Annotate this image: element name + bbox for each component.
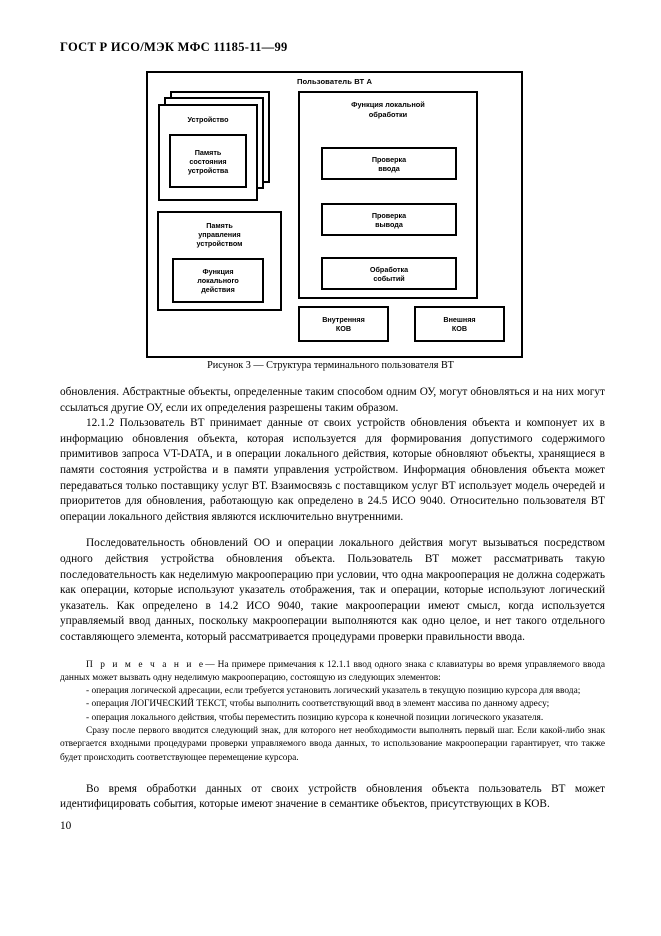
- local-action-function-label: Функция локального действия: [197, 267, 239, 294]
- device-state-memory-label: Память состояния устройства: [187, 147, 229, 175]
- paragraph-4: Во время обработки данных от своих устро…: [60, 782, 605, 811]
- note-label: П р и м е ч а н и е: [86, 659, 206, 670]
- note-intro-paragraph: П р и м е ч а н и е— На примере примечан…: [60, 659, 605, 686]
- local-processing-function-title: Функция локальной обработки: [351, 100, 425, 119]
- figure-3: Пользователь ВТ А Устройство Память сост…: [146, 71, 523, 358]
- event-processing-box: Обработка событий: [321, 257, 457, 290]
- device-box-title: Устройство: [187, 115, 229, 124]
- external-kov-label: Внешняя КОВ: [443, 315, 476, 333]
- device-box: Устройство Память состояния устройства: [158, 104, 258, 201]
- internal-kov-box: Внутренняя КОВ: [298, 306, 389, 342]
- note-item-1: - операция логической адресации, если тр…: [86, 686, 581, 697]
- device-management-memory-box: Память управления устройством Функция ло…: [157, 211, 282, 311]
- internal-kov-label: Внутренняя КОВ: [322, 315, 365, 333]
- input-check-label: Проверка ввода: [371, 154, 407, 173]
- paragraph-1: обновления. Абстрактные объекты, определ…: [60, 386, 605, 414]
- figure-title-vt-user-a: Пользователь ВТ А: [296, 77, 373, 86]
- device-stack: Устройство Память состояния устройства: [158, 91, 270, 203]
- page-number: 10: [60, 820, 72, 832]
- body-text-column: обновления. Абстрактные объекты, определ…: [60, 385, 605, 813]
- output-check-label: Проверка вывода: [371, 210, 407, 229]
- paragraph-3: Последовательность обновлений ОО и опера…: [60, 537, 605, 643]
- device-state-memory-box: Память состояния устройства: [169, 134, 247, 188]
- external-kov-box: Внешняя КОВ: [414, 306, 505, 342]
- figure-caption: Рисунок 3 — Структура терминального поль…: [207, 360, 454, 371]
- local-action-function-box: Функция локального действия: [172, 258, 264, 303]
- note-tail-paragraph: Сразу после первого вводится следующий з…: [60, 725, 605, 763]
- note-block: П р и м е ч а н и е— На примере примечан…: [60, 659, 605, 765]
- note-intro-text: — На примере примечания к 12.1.1 ввод од…: [60, 659, 605, 683]
- device-management-memory-title: Память управления устройством: [196, 221, 243, 248]
- paragraph-2: 12.1.2 Пользователь ВТ принимает данные …: [60, 417, 605, 523]
- note-item-3: - операция локального действия, чтобы пе…: [86, 712, 544, 723]
- event-processing-label: Обработка событий: [369, 264, 409, 283]
- note-item-2: - операция ЛОГИЧЕСКИЙ ТЕКСТ, чтобы выпол…: [86, 699, 550, 710]
- local-processing-function-box: Функция локальной обработки Проверка вво…: [298, 91, 478, 299]
- document-header-title: ГОСТ Р ИСО/МЭК МФС 11185-11—99: [60, 40, 288, 54]
- output-check-box: Проверка вывода: [321, 203, 457, 236]
- input-check-box: Проверка ввода: [321, 147, 457, 180]
